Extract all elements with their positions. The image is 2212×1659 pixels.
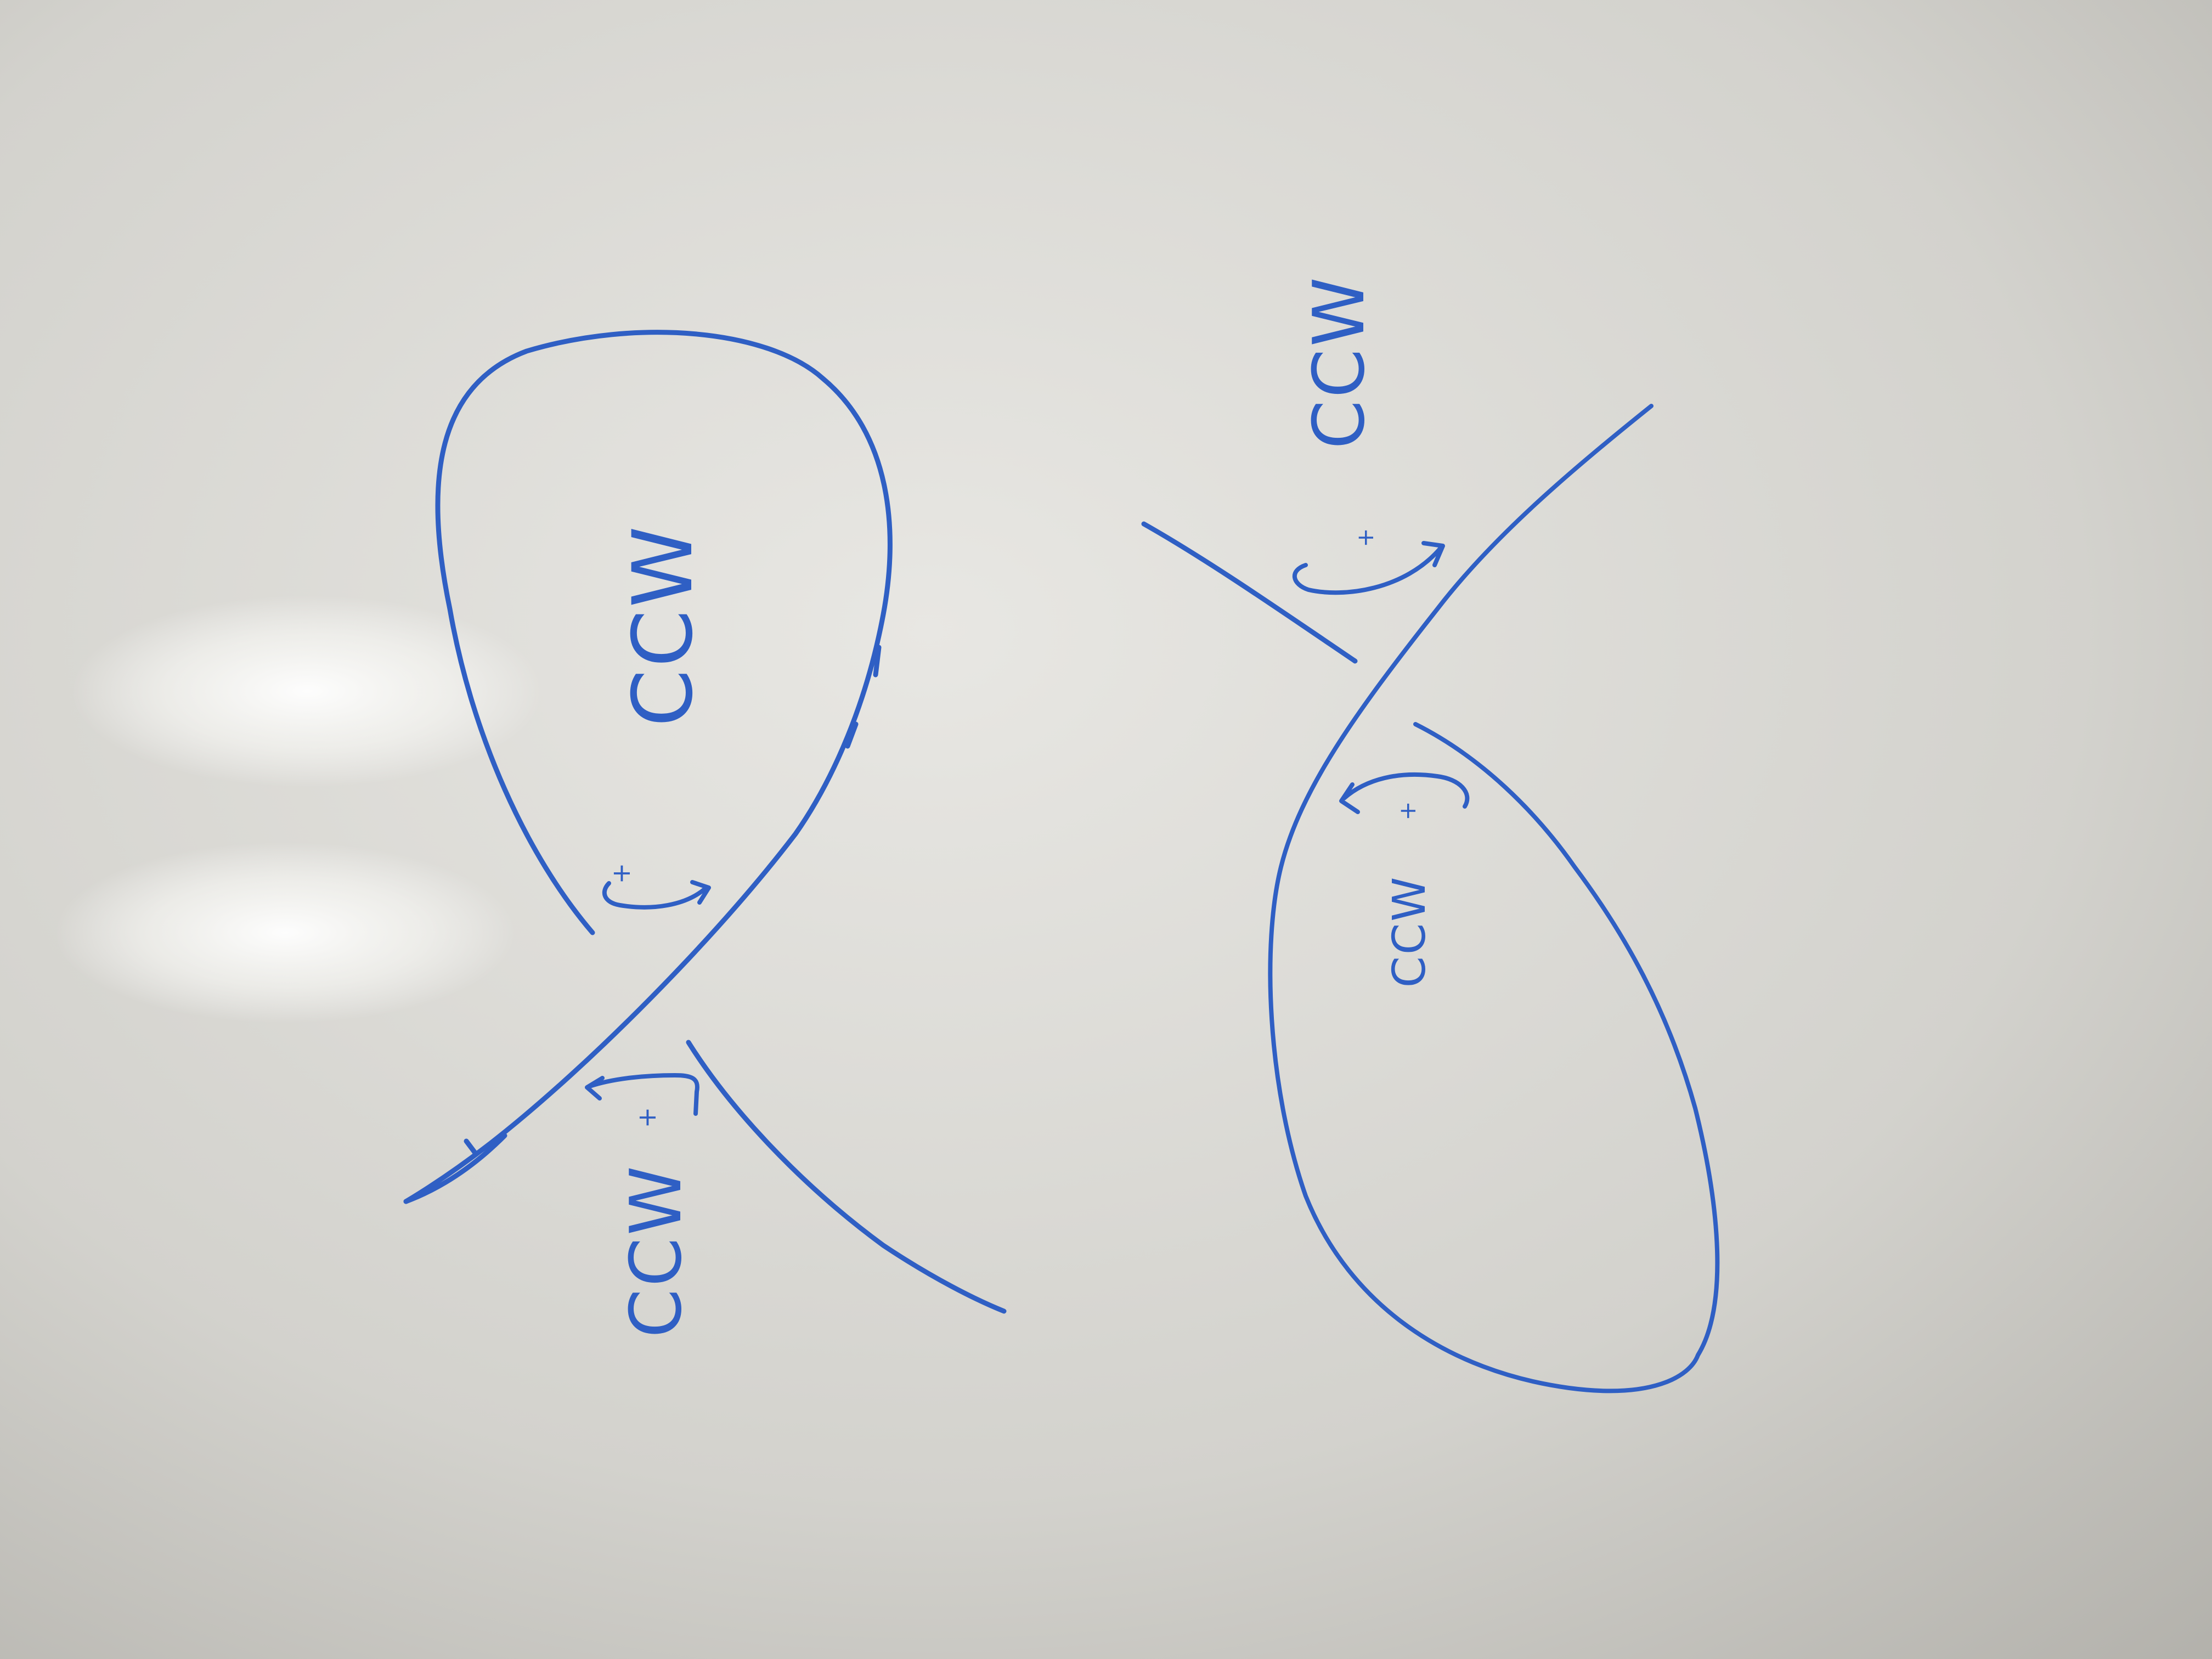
left-lower-sign: + [632, 1107, 662, 1128]
right-loop-label: CCW [1384, 876, 1436, 988]
light-glare [55, 595, 543, 1023]
right-upper-left-branch [1141, 521, 1358, 664]
left-lower-crossing-arrow [585, 1073, 699, 1116]
left-loop-wiggle [845, 645, 882, 749]
left-figure: + + CCW CCW [403, 330, 1007, 1338]
right-top-label: CCW [1299, 275, 1380, 449]
right-upper-sign: + [1352, 528, 1379, 547]
right-lower-crossing-arrow [1339, 772, 1470, 814]
right-lower-sign: + [1394, 801, 1421, 820]
right-loop-curve [1268, 404, 1720, 1393]
left-upper-crossing-arrow [602, 880, 711, 910]
left-lower-branch [686, 1040, 1007, 1314]
left-upper-sign: + [606, 863, 636, 884]
right-upper-crossing-arrow [1293, 541, 1445, 595]
left-tail-hook [403, 1133, 507, 1204]
left-bottom-label: CCW [616, 1164, 697, 1338]
right-figure: + + CCW CCW [1141, 275, 1720, 1393]
left-loop-curve [403, 330, 893, 1204]
left-loop-label: CCW [616, 524, 711, 727]
